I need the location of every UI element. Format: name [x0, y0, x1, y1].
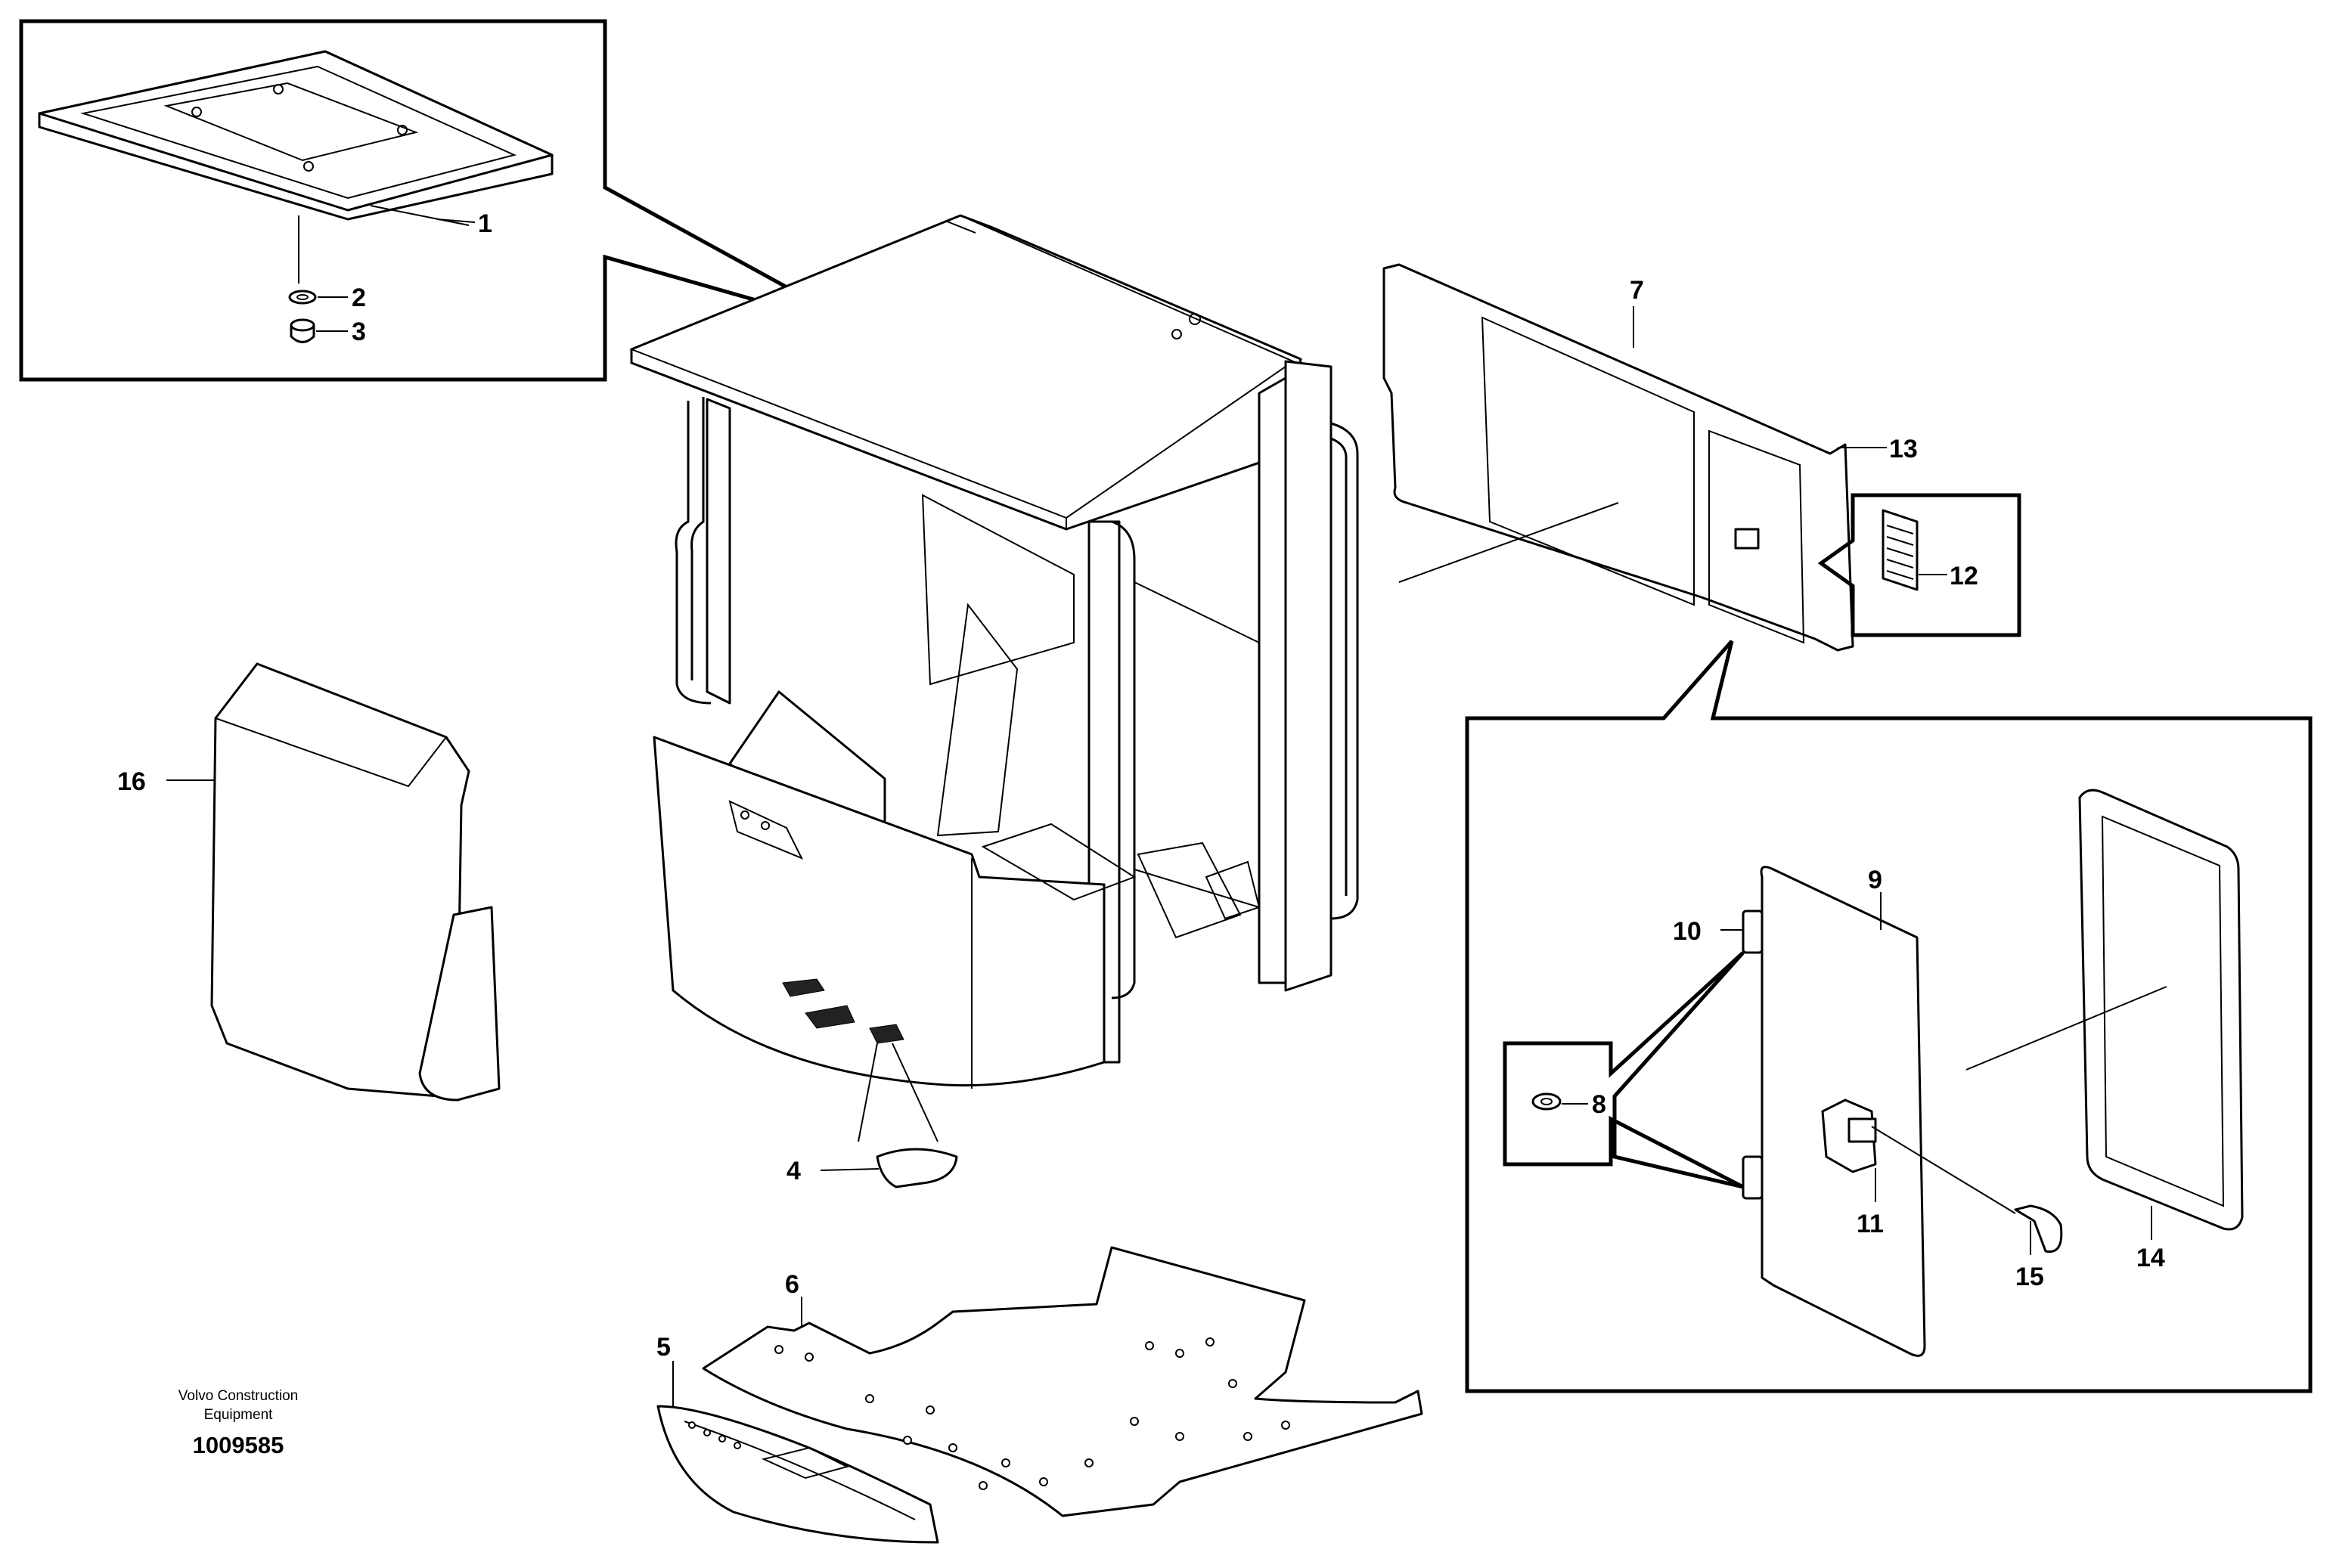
- document-number: 1009585: [193, 1432, 284, 1458]
- cover-part-16: 16: [117, 662, 501, 1102]
- callout-15: 15: [2015, 1263, 2044, 1291]
- roof-panel-detail: [38, 50, 554, 284]
- callout-8: 8: [1592, 1090, 1606, 1119]
- cab-assembly: [629, 214, 1359, 1142]
- caption-line-2: Equipment: [204, 1407, 274, 1423]
- front-console: [653, 736, 1106, 1087]
- callout-7: 7: [1630, 276, 1644, 305]
- callout-11: 11: [1857, 1210, 1884, 1238]
- callout-1: 1: [478, 209, 492, 238]
- retaining-cord-part-15: [2014, 1204, 2063, 1255]
- detail-box-roof: 1 2 3: [19, 19, 871, 382]
- cab-roof: [630, 214, 1302, 531]
- door-panel-part-7: 7 13: [1382, 263, 1918, 652]
- seal-frame-part-14: [2078, 789, 2244, 1231]
- washer-part-8: [1531, 1092, 1588, 1111]
- callout-16: 16: [117, 767, 146, 796]
- callout-10: 10: [1673, 917, 1702, 946]
- document-caption: Volvo Construction Equipment 1009585: [178, 1388, 298, 1458]
- nut-part: [290, 318, 348, 343]
- floor-mat-part-6: 6: [702, 1246, 1423, 1517]
- callout-14: 14: [2136, 1244, 2165, 1272]
- plug-part-4: 4: [786, 1148, 958, 1188]
- callout-3: 3: [352, 318, 366, 346]
- callout-2: 2: [352, 284, 366, 312]
- handrail-right: [1111, 520, 1136, 999]
- handrail-left: [675, 401, 712, 705]
- callout-9: 9: [1868, 866, 1882, 894]
- detail-box-door: 9 10 8 11 15 14: [1465, 640, 2313, 1393]
- washer-part: [288, 290, 348, 305]
- callout-13: 13: [1889, 435, 1918, 463]
- detail-box-vent: 12: [1817, 493, 2021, 637]
- latch-part-11: [1821, 1099, 2016, 1214]
- vent-grille-part-12: [1882, 509, 1919, 591]
- caption-line-1: Volvo Construction: [178, 1388, 298, 1404]
- callout-12: 12: [1950, 562, 1978, 590]
- callout-5: 5: [656, 1333, 671, 1362]
- callout-6: 6: [785, 1270, 799, 1299]
- callout-4: 4: [786, 1157, 801, 1185]
- trim-part-5: 5: [656, 1333, 939, 1544]
